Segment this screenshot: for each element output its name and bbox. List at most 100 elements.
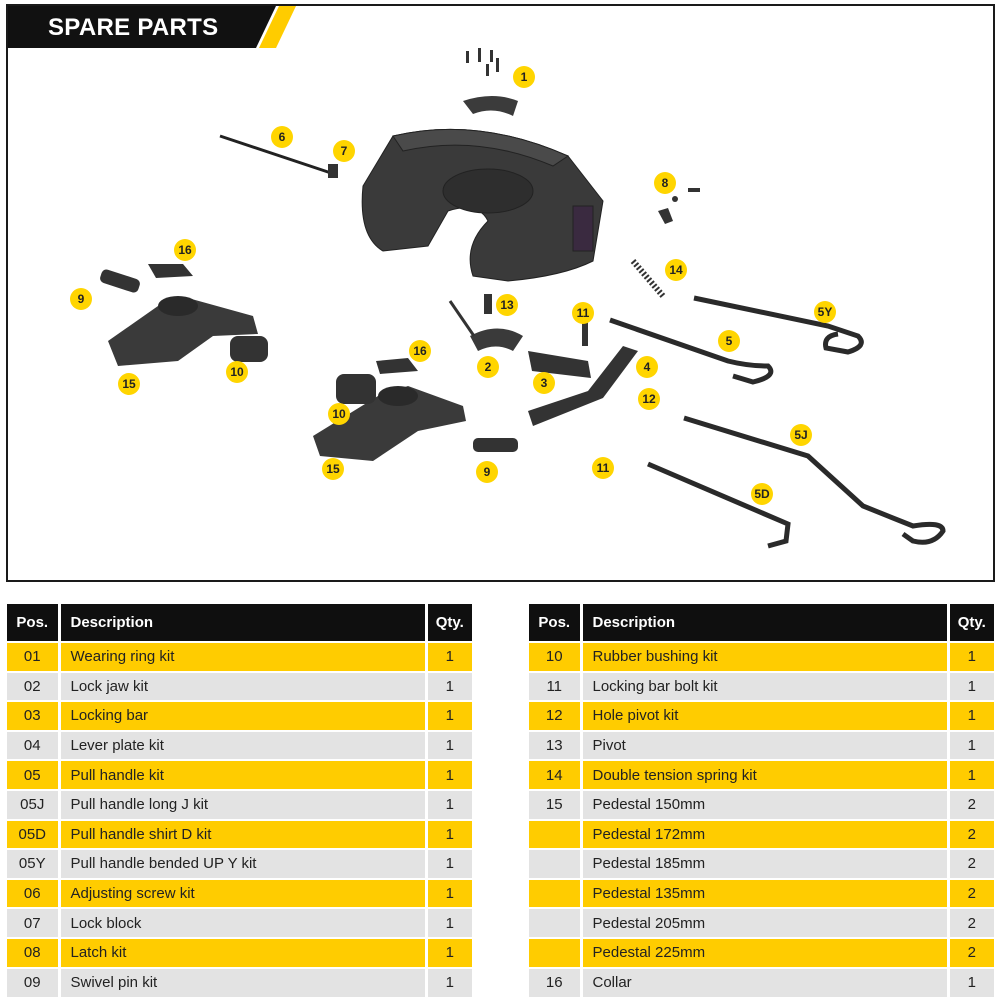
cell-qty: 2 xyxy=(948,877,994,909)
cell-description: Wearing ring kit xyxy=(59,641,428,672)
cell-qty: 1 xyxy=(426,700,472,731)
title-banner: SPARE PARTS xyxy=(8,6,298,48)
callout-2: 2 xyxy=(477,356,499,378)
callout-14: 14 xyxy=(665,259,687,281)
cell-pos xyxy=(529,936,583,968)
cell-description: Adjusting screw kit xyxy=(59,877,428,909)
cell-pos: 01 xyxy=(7,641,61,672)
callout-4: 4 xyxy=(636,356,658,378)
cell-pos: 06 xyxy=(7,877,61,909)
cell-description: Pull handle kit xyxy=(59,759,428,790)
cell-pos: 05D xyxy=(7,818,61,850)
cell-qty: 2 xyxy=(948,936,994,968)
callout-7: 7 xyxy=(333,140,355,162)
callout-9-left: 9 xyxy=(70,288,92,310)
lever-plate xyxy=(528,346,638,426)
cell-description: Lock jaw kit xyxy=(59,670,428,702)
callout-5d: 5D xyxy=(751,483,773,505)
cell-pos xyxy=(529,877,583,909)
cell-description: Locking bar xyxy=(59,700,428,731)
callout-16-center: 16 xyxy=(409,340,431,362)
cell-description: Pull handle shirt D kit xyxy=(59,818,428,850)
cell-pos: 08 xyxy=(7,936,61,968)
locking-bar-bolt xyxy=(582,306,588,346)
callout-6: 6 xyxy=(271,126,293,148)
header-qty: Qty. xyxy=(426,604,472,642)
callout-12: 12 xyxy=(638,388,660,410)
cell-qty: 2 xyxy=(948,818,994,850)
callout-5y: 5Y xyxy=(814,301,836,323)
header-description: Description xyxy=(59,604,428,642)
cell-qty: 1 xyxy=(948,759,994,790)
cell-qty: 1 xyxy=(426,848,472,879)
cell-description: Pedestal 225mm xyxy=(581,936,950,968)
cell-pos: 05 xyxy=(7,759,61,790)
tension-spring xyxy=(630,259,666,298)
lock-block xyxy=(328,164,338,178)
cell-description: Lever plate kit xyxy=(59,729,428,761)
table-header: Pos. Description Qty. xyxy=(529,604,994,642)
cell-qty: 2 xyxy=(948,848,994,879)
page-title: SPARE PARTS xyxy=(48,14,219,41)
cell-pos: 14 xyxy=(529,759,583,790)
cell-qty: 1 xyxy=(426,818,472,850)
cell-qty: 1 xyxy=(948,729,994,761)
header-description: Description xyxy=(581,604,950,642)
pull-handles xyxy=(609,295,946,549)
callout-5j: 5J xyxy=(790,424,812,446)
callout-10-left: 10 xyxy=(226,361,248,383)
header-qty: Qty. xyxy=(948,604,994,642)
cell-description: Latch kit xyxy=(59,936,428,968)
cell-qty: 1 xyxy=(426,759,472,790)
cell-qty: 1 xyxy=(948,670,994,702)
cell-description: Hole pivot kit xyxy=(581,700,950,731)
header-pos: Pos. xyxy=(7,604,61,642)
cell-pos: 12 xyxy=(529,700,583,731)
bolts-1 xyxy=(466,48,499,76)
callout-3: 3 xyxy=(533,372,555,394)
fifth-wheel-plate xyxy=(361,128,604,282)
cell-pos: 05Y xyxy=(7,848,61,879)
cell-pos: 02 xyxy=(7,670,61,702)
cell-description: Double tension spring kit xyxy=(581,759,950,790)
cell-pos xyxy=(529,848,583,879)
callout-5: 5 xyxy=(718,330,740,352)
cell-qty: 1 xyxy=(948,700,994,731)
cell-qty: 1 xyxy=(426,788,472,820)
cell-description: Rubber bushing kit xyxy=(581,641,950,672)
cell-qty: 1 xyxy=(426,877,472,909)
callout-15-center: 15 xyxy=(322,458,344,480)
cell-description: Locking bar bolt kit xyxy=(581,670,950,702)
callout-15-left: 15 xyxy=(118,373,140,395)
cell-description: Pivot xyxy=(581,729,950,761)
latch-kit xyxy=(658,188,700,224)
locking-bar xyxy=(528,351,591,378)
cell-description: Pedestal 205mm xyxy=(581,907,950,938)
header-pos: Pos. xyxy=(529,604,583,642)
cell-qty: 1 xyxy=(426,907,472,938)
callout-16-left: 16 xyxy=(174,239,196,261)
cell-description: Pedestal 150mm xyxy=(581,788,950,820)
cell-pos xyxy=(529,818,583,850)
cell-pos: 04 xyxy=(7,729,61,761)
parts-illustration xyxy=(100,48,946,549)
callout-11-upper: 11 xyxy=(572,302,594,324)
cell-qty: 1 xyxy=(948,966,994,998)
cell-description: Pull handle bended UP Y kit xyxy=(59,848,428,879)
cell-description: Pedestal 185mm xyxy=(581,848,950,879)
